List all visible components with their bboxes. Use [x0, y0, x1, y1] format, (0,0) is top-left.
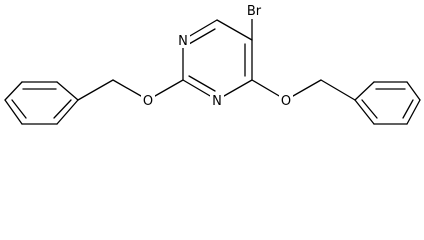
ring-double-bond — [53, 99, 72, 119]
left-benzyloxy — [4, 79, 184, 125]
ring-bond — [4, 81, 23, 101]
bond-c6-c5 — [216, 19, 253, 41]
right-benzyloxy — [251, 79, 421, 125]
ring-double-bond — [11, 99, 27, 119]
ring-double-bond — [361, 99, 378, 119]
ring-bond — [406, 81, 421, 101]
atom-br: Br — [247, 4, 262, 19]
ring-bond — [406, 99, 421, 125]
atom-o-right: O — [281, 94, 291, 109]
molecule-diagram: Br N N O O — [4, 3, 421, 125]
ring-bond — [56, 99, 79, 125]
atom-o-left: O — [143, 94, 153, 109]
double-bond-n3-c2 — [188, 75, 216, 92]
bond-ch2-ipso — [77, 79, 114, 101]
ring-bond — [354, 81, 375, 101]
atom-labels: Br N N O O — [141, 3, 293, 109]
double-bond-n1-c6 — [188, 28, 216, 45]
pyrimidine-ring — [182, 19, 253, 101]
ring-bond — [56, 81, 79, 101]
structure-canvas: Br N N O O — [4, 3, 421, 125]
ring-bond — [354, 99, 375, 125]
ring-bond — [4, 99, 23, 125]
atom-n-top: N — [178, 34, 188, 49]
ring-double-bond — [402, 99, 414, 119]
bond-ch2-ipso — [320, 79, 356, 101]
atom-n-bottom: N — [212, 94, 222, 109]
